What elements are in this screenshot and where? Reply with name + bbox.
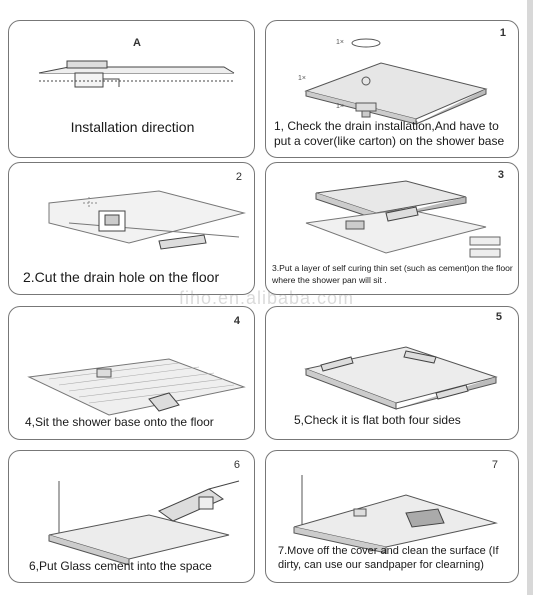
panel-a: A Installation direction — [8, 20, 255, 158]
step-number: 2 — [235, 171, 242, 183]
panel-step-6: 6 6,Put Glass cement into the space — [8, 450, 255, 583]
caption: Installation direction — [70, 119, 195, 135]
panel-step-2: 2 2.Cut the drain hole on the floor — [8, 162, 255, 295]
panel-label: A — [133, 37, 141, 49]
panel-step-5: 5 5,Check it is flat both four sides — [265, 306, 519, 440]
step-number: 3 — [497, 169, 504, 181]
step-number: 5 — [495, 311, 502, 323]
quantity-label: 1× — [336, 103, 344, 110]
caption: 6,Put Glass cement into the space — [29, 559, 212, 573]
panel-step-3: 3 3.Put a layer of self curing thin set … — [265, 162, 519, 295]
step-number: 1 — [499, 27, 506, 39]
quantity-label: 1× — [336, 39, 344, 46]
step-number: 6 — [233, 459, 240, 471]
caption: 2.Cut the drain hole on the floor — [23, 269, 220, 285]
scrollbar[interactable] — [527, 0, 533, 595]
step-number: 7 — [491, 459, 498, 471]
caption: 7.Move off the cover and clean the surfa… — [278, 545, 499, 571]
caption: 1, Check the drain installation,And have… — [274, 119, 505, 148]
caption: 5,Check it is flat both four sides — [294, 413, 461, 427]
cleaning-surface — [293, 475, 498, 554]
quantity-label: 1× — [298, 75, 306, 82]
panel-step-7: 7 7.Move off the cover and clean the sur… — [265, 450, 519, 583]
caption: 4,Sit the shower base onto the floor — [25, 415, 214, 429]
cement-layer-on-floor — [305, 180, 501, 258]
floor-drain-hole — [48, 190, 246, 250]
levels-on-shower-base — [304, 346, 498, 410]
shower-base-with-drain-kit — [304, 38, 488, 125]
step-number: 4 — [233, 315, 240, 327]
panel-step-1: 1 1× 1× 1× 1, Check the drain installati… — [265, 20, 519, 158]
caption: 3.Put a layer of self curing thin set (s… — [272, 263, 513, 285]
shower-base-on-floor — [27, 358, 246, 416]
panel-step-4: 4 4,Sit the shower base onto the floor — [8, 306, 255, 440]
shower-base-cross-section — [38, 60, 235, 88]
applying-glass-cement — [48, 480, 240, 566]
